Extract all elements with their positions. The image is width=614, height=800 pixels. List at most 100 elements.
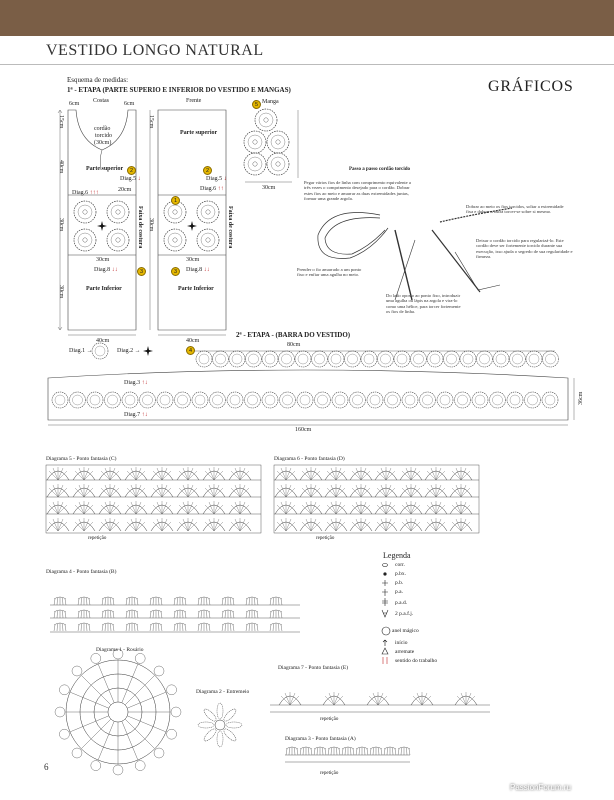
diagram2-petal <box>223 728 237 742</box>
diagram5-fan <box>124 466 148 481</box>
hem-flower <box>436 391 454 409</box>
diagram2-petal <box>216 730 224 748</box>
diagram5-fan <box>46 517 70 532</box>
hem-flower <box>393 350 411 368</box>
frente-schema <box>149 109 227 336</box>
diagram4-shell <box>269 622 283 632</box>
diagram5-fan <box>124 517 148 532</box>
hem-flower <box>209 391 226 409</box>
diagram6-fan <box>299 500 323 515</box>
diagram6-fan <box>449 483 473 498</box>
diagram5-fan <box>72 517 96 532</box>
legend-item: p.a. <box>395 589 403 595</box>
legend-title: Legenda <box>383 551 411 560</box>
diagram3-title: Diagrama 3 - Ponto fantasia (A) <box>285 736 356 742</box>
legend-item: corr. <box>395 562 405 568</box>
diagram2-title: Diagrama 2 - Entremeio <box>196 689 250 695</box>
upper-width: 20cm <box>118 187 132 193</box>
diagram4-shell <box>197 596 211 606</box>
hem-flower <box>384 391 401 409</box>
diagram1-picot <box>134 760 146 771</box>
hem-flower <box>360 350 378 368</box>
hem-flower <box>327 350 345 368</box>
diagram4-shell <box>221 622 235 632</box>
hem-flower <box>174 391 191 409</box>
frente-diag5: Diag.5 ↓ <box>206 176 227 182</box>
hem-diag7: Diag.7 ↑↓ <box>124 412 148 418</box>
costas-width: 30cm <box>96 257 110 263</box>
diagram5-fan <box>46 500 70 515</box>
diagram6-fan <box>424 500 448 515</box>
diagram5-fan <box>98 500 122 515</box>
cord-label-1: cordão <box>94 126 111 132</box>
diagram4-shell <box>53 609 67 619</box>
hem-flower <box>443 350 460 368</box>
diagram2-petal <box>203 728 217 742</box>
diagram5-fan <box>98 466 122 481</box>
frente-bottom-width: 40cm <box>186 338 200 344</box>
hem-flower <box>492 350 510 368</box>
badge-2-costas: 2 <box>127 166 136 175</box>
diagram4-shell <box>245 622 259 632</box>
diagram6-fan <box>399 500 423 515</box>
diagram1-spoke <box>121 721 139 761</box>
costas-height-30a: 30cm <box>58 218 64 232</box>
diagram6-fan <box>449 500 473 515</box>
diagram6-fan <box>274 517 298 532</box>
diagram6-fan <box>424 466 448 481</box>
hem-flower <box>228 350 246 368</box>
diagram5-fan <box>202 466 226 481</box>
legend-item: 2 p.a.f.j. <box>395 611 414 617</box>
costas-height-40: 40cm <box>58 160 64 174</box>
diagram1-picot <box>112 764 124 776</box>
diagram1-picot <box>90 760 102 771</box>
hem-flower <box>489 391 506 409</box>
diagram4-shell <box>149 609 163 619</box>
diagram1-picot <box>59 728 70 740</box>
costas-diag5: Diag.5 ↓ <box>120 176 141 182</box>
diagram4-shell <box>53 596 67 606</box>
diagram4-shell <box>197 622 211 632</box>
hem-flower <box>261 350 279 368</box>
diagram1-spoke <box>127 715 167 733</box>
diagram4-shell <box>197 609 211 619</box>
diagram4-shell <box>125 622 139 632</box>
diagram4-shell <box>269 609 283 619</box>
badge-3-frente: 3 <box>171 267 180 276</box>
diagram7-title: Diagrama 7 - Ponto fantasia (E) <box>278 665 349 671</box>
hem-flower <box>139 391 156 409</box>
hem-flower <box>51 391 69 409</box>
diagram1-picot <box>90 653 102 664</box>
page-number: 6 <box>44 762 49 772</box>
legend-item: arremate <box>395 649 415 655</box>
hem-flower <box>104 391 121 409</box>
hem-flower <box>296 391 314 409</box>
diagram4-shell <box>101 596 115 606</box>
diagram6-fan <box>399 483 423 498</box>
diagram6-chart <box>273 464 480 534</box>
diagram1-picot <box>166 684 177 696</box>
diagram6-fan <box>349 517 373 532</box>
diagram2-entremeio <box>214 719 226 731</box>
diagram5-fan <box>202 517 226 532</box>
diagram6-fan <box>374 466 398 481</box>
legend-item: p.b. <box>395 580 404 586</box>
diagram3-shell <box>299 746 313 756</box>
diagram6-fans <box>274 466 473 532</box>
hem-flower <box>454 391 471 409</box>
diagram2-petal <box>203 708 217 722</box>
diagram4-shell <box>269 596 283 606</box>
diagram5-fan <box>72 466 96 481</box>
title-divider <box>0 64 614 65</box>
hem-bottom-width: 160cm <box>295 427 312 433</box>
diagram5-fan <box>46 483 70 498</box>
legend-item: início <box>395 640 408 646</box>
diagram5-fan <box>228 483 252 498</box>
hem-flower <box>195 350 213 368</box>
hem-flower <box>525 350 543 368</box>
costas-height-15: 15cm <box>58 115 64 129</box>
diagram5-fan <box>124 500 148 515</box>
diagram6-fan <box>399 517 423 532</box>
cord-step-5: Deixar o cordão torcido para regularizá-… <box>476 238 573 260</box>
diagram4-shell <box>221 609 235 619</box>
